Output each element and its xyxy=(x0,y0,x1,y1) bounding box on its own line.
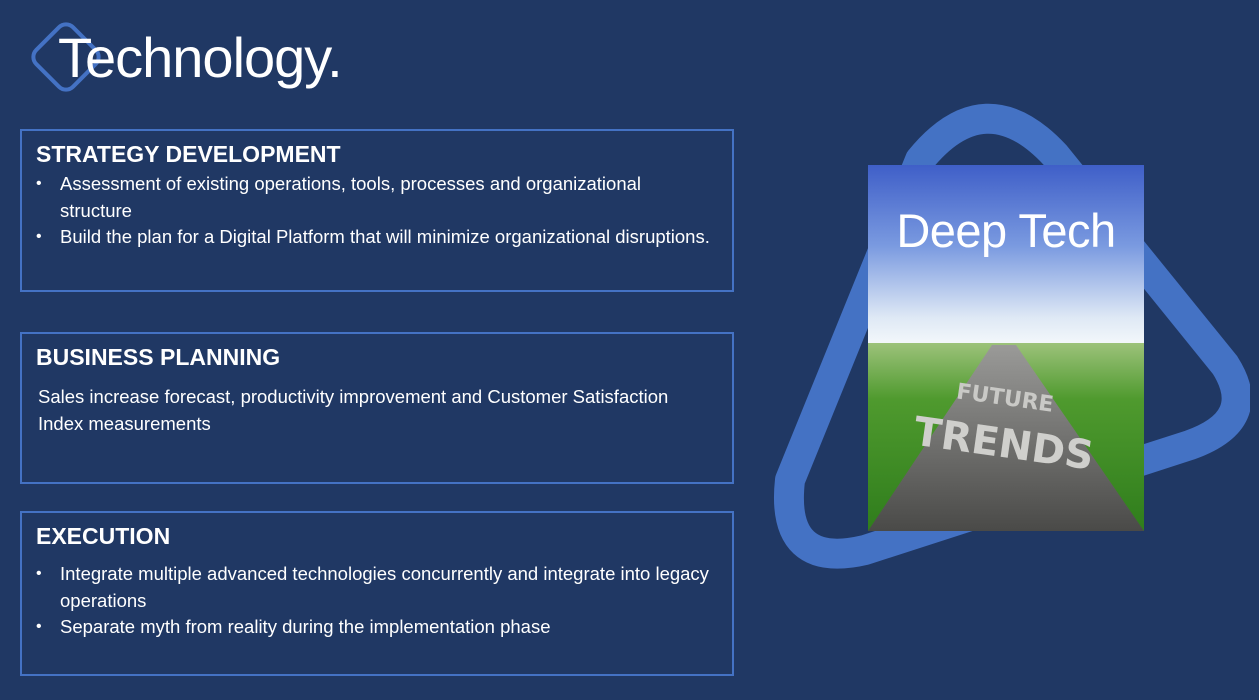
execution-box: EXECUTION Integrate multiple advanced te… xyxy=(20,511,734,676)
deep-tech-image: FUTURE TRENDS Deep Tech xyxy=(868,165,1144,531)
page-title: Technology. xyxy=(58,26,343,89)
list-item: Assessment of existing operations, tools… xyxy=(36,171,716,224)
triangle-frame-icon xyxy=(774,103,1250,569)
business-planning-box: BUSINESS PLANNING Sales increase forecas… xyxy=(20,332,734,484)
section-text: Sales increase forecast, productivity im… xyxy=(38,386,669,434)
list-item: Build the plan for a Digital Platform th… xyxy=(36,224,716,251)
bullet-list: Integrate multiple advanced technologies… xyxy=(36,561,716,641)
strategy-development-box: STRATEGY DEVELOPMENT Assessment of exist… xyxy=(20,129,734,292)
section-heading: BUSINESS PLANNING xyxy=(36,344,281,370)
bullet-list: Assessment of existing operations, tools… xyxy=(36,171,716,251)
section-heading: EXECUTION xyxy=(36,523,171,549)
road-landscape-icon: FUTURE TRENDS xyxy=(868,165,1144,531)
image-title: Deep Tech xyxy=(896,204,1116,257)
list-item: Separate myth from reality during the im… xyxy=(36,614,716,641)
list-item: Integrate multiple advanced technologies… xyxy=(36,561,716,614)
section-heading: STRATEGY DEVELOPMENT xyxy=(36,141,341,167)
